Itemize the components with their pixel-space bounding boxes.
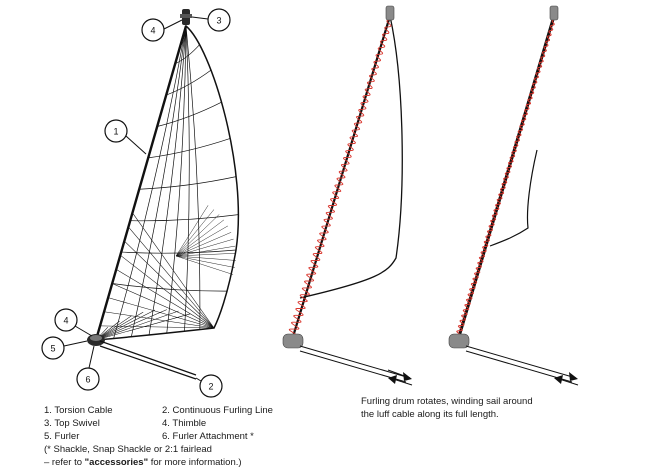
sail-seam-tack-fan bbox=[95, 309, 167, 341]
red-spiral-line bbox=[456, 19, 555, 337]
sail-seam-center bbox=[175, 225, 229, 257]
furled-sail-remnant bbox=[489, 149, 538, 247]
arrow-right-icon bbox=[403, 372, 412, 381]
sail-seam-horizontal bbox=[166, 69, 212, 96]
sail-seam-clew-fan bbox=[112, 283, 215, 329]
legend-note-line-1: (* Shackle, Snap Shackle or 2:1 fairlead bbox=[44, 444, 212, 455]
sail-furling-panel bbox=[282, 5, 413, 386]
sail-seam-radial bbox=[113, 25, 187, 339]
callout-3-label: 3 bbox=[216, 16, 221, 26]
sail-seam-center bbox=[175, 219, 225, 257]
legend-item-furling-line: 2. Continuous Furling Line bbox=[162, 405, 273, 416]
sail-seam-clew-fan bbox=[104, 311, 215, 329]
sail-seam-tack-fan bbox=[95, 309, 156, 341]
sail-seam-center bbox=[175, 255, 235, 268]
sail-seam-clew-fan bbox=[116, 269, 215, 329]
callout-4-top-circle bbox=[141, 18, 165, 42]
sail-outline bbox=[94, 24, 240, 341]
callout-1-label: 1 bbox=[113, 127, 118, 137]
sail-seam-center bbox=[175, 245, 236, 257]
legend-row: 3. Top Swivel 4. Thimble bbox=[44, 417, 344, 430]
legend-item-torsion-cable: 1. Torsion Cable bbox=[44, 405, 113, 416]
callout-4-bottom-circle bbox=[54, 308, 78, 332]
red-spiral-line bbox=[288, 19, 392, 337]
callout-6-label: 6 bbox=[85, 375, 90, 385]
sail-seam-clew-fan bbox=[108, 297, 215, 329]
sail-seam-radial bbox=[131, 25, 187, 337]
sail-seam-horizontal bbox=[157, 101, 222, 127]
sail-seam-center bbox=[175, 205, 209, 257]
furled-top-swivel bbox=[549, 5, 559, 21]
callout-group: 1 4 3 4 5 6 2 bbox=[41, 8, 231, 398]
sail-seam-clew-fan bbox=[120, 255, 215, 329]
furled-line-with-arrows bbox=[465, 345, 579, 386]
sail-seam-tack-fan bbox=[95, 313, 191, 341]
legend-row: 5. Furler 6. Furler Attachment * bbox=[44, 430, 344, 443]
sail-seam-tack-fan bbox=[95, 311, 144, 341]
sail-seam-horizontal bbox=[139, 176, 237, 190]
sail-seam-tack-fan bbox=[95, 310, 179, 341]
legend-item-thimble: 4. Thimble bbox=[162, 418, 207, 429]
sail-seam-clew-fan bbox=[132, 212, 215, 329]
furler-drum-hardware bbox=[87, 334, 105, 346]
sail-seam-center bbox=[175, 238, 234, 257]
sail-seam-center bbox=[175, 214, 220, 257]
torsion-cable bbox=[94, 25, 188, 341]
sail-seam-clew-fan bbox=[128, 226, 215, 329]
callout-5-label: 5 bbox=[50, 344, 55, 354]
sail-seam-radial bbox=[166, 25, 187, 333]
legend-item-furler-attachment: 6. Furler Attachment * bbox=[162, 431, 254, 442]
furling-top-swivel bbox=[385, 5, 395, 21]
furled-drum bbox=[448, 333, 470, 349]
callout-2-label: 2 bbox=[208, 382, 213, 392]
sail-panel-lines bbox=[95, 25, 239, 341]
callout-2-circle bbox=[199, 374, 223, 398]
sail-seam-horizontal bbox=[112, 283, 228, 292]
sail-furled-panel bbox=[448, 5, 579, 386]
callout-4-top-label: 4 bbox=[150, 26, 155, 36]
legend-note-accessories: "accessories" bbox=[84, 457, 149, 468]
sail-seam-center bbox=[175, 255, 236, 261]
furling-caption: Furling drum rotates, winding sail aroun… bbox=[361, 395, 631, 421]
arrow-left-icon bbox=[554, 375, 563, 384]
sail-seam-radial bbox=[148, 25, 187, 335]
legend-note-suffix: for more information.) bbox=[148, 457, 242, 468]
sail-full-panel bbox=[87, 9, 240, 380]
sail-seam-radial bbox=[185, 25, 201, 330]
callout-4-bottom-label: 4 bbox=[63, 316, 68, 326]
arrow-right-icon bbox=[569, 372, 578, 381]
caption-line-2: the luff cable along its full length. bbox=[361, 409, 499, 420]
continuous-furling-line bbox=[99, 340, 197, 380]
callout-3-circle bbox=[207, 8, 231, 32]
furling-spiral-wrap bbox=[288, 19, 392, 337]
parts-legend: 1. Torsion Cable 2. Continuous Furling L… bbox=[44, 404, 344, 469]
sail-seam-center bbox=[175, 253, 236, 257]
callout-6-circle bbox=[76, 367, 100, 391]
legend-item-furler: 5. Furler bbox=[44, 431, 80, 442]
sail-seam-horizontal bbox=[130, 214, 239, 222]
top-swivel-hardware bbox=[180, 9, 192, 25]
furling-drum bbox=[282, 333, 304, 349]
legend-note-line-2: – refer to "accessories" for more inform… bbox=[44, 456, 344, 469]
sail-seam-radial bbox=[184, 25, 190, 332]
furling-line-with-arrows bbox=[299, 345, 413, 386]
furled-spiral-wrap bbox=[456, 19, 555, 337]
callout-1-circle bbox=[104, 119, 128, 143]
sail-seam-clew-fan bbox=[124, 240, 215, 329]
callout-5-circle bbox=[41, 336, 65, 360]
sail-seam-center bbox=[175, 232, 232, 257]
legend-note-prefix: – refer to bbox=[44, 457, 85, 468]
furling-sail-outline bbox=[299, 15, 403, 299]
caption-line-1: Furling drum rotates, winding sail aroun… bbox=[361, 396, 533, 407]
legend-item-top-swivel: 3. Top Swivel bbox=[44, 418, 100, 429]
arrow-left-icon bbox=[388, 375, 397, 384]
sail-seam-center bbox=[175, 209, 215, 257]
sail-seam-center bbox=[175, 255, 234, 275]
legend-row: 1. Torsion Cable 2. Continuous Furling L… bbox=[44, 404, 344, 417]
